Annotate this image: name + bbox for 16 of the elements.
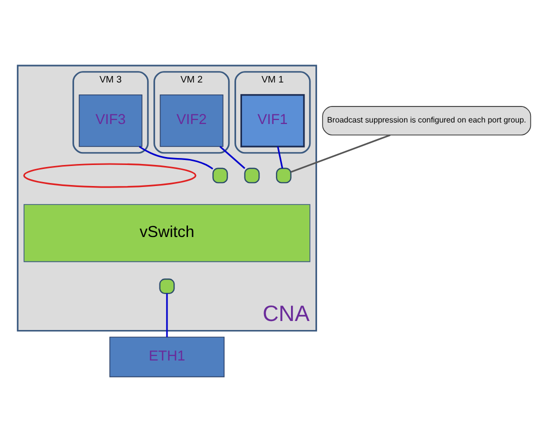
node-box: VIF1 xyxy=(240,94,305,148)
node-box: ETH1 xyxy=(109,336,225,378)
node-box: Broadcast suppression is configured on each port group. xyxy=(322,106,532,136)
connector xyxy=(138,146,214,170)
node-box xyxy=(276,168,292,184)
node-box: VIF2 xyxy=(160,94,224,147)
node-ellipse xyxy=(23,163,196,188)
node-box xyxy=(244,168,260,184)
connector xyxy=(277,146,284,168)
node-box: vSwitch xyxy=(24,204,310,262)
node-box xyxy=(212,168,228,184)
connector xyxy=(166,293,168,338)
connector xyxy=(290,134,390,173)
node-box: VIF3 xyxy=(78,94,142,147)
connector xyxy=(219,146,246,169)
node-box xyxy=(159,278,175,294)
